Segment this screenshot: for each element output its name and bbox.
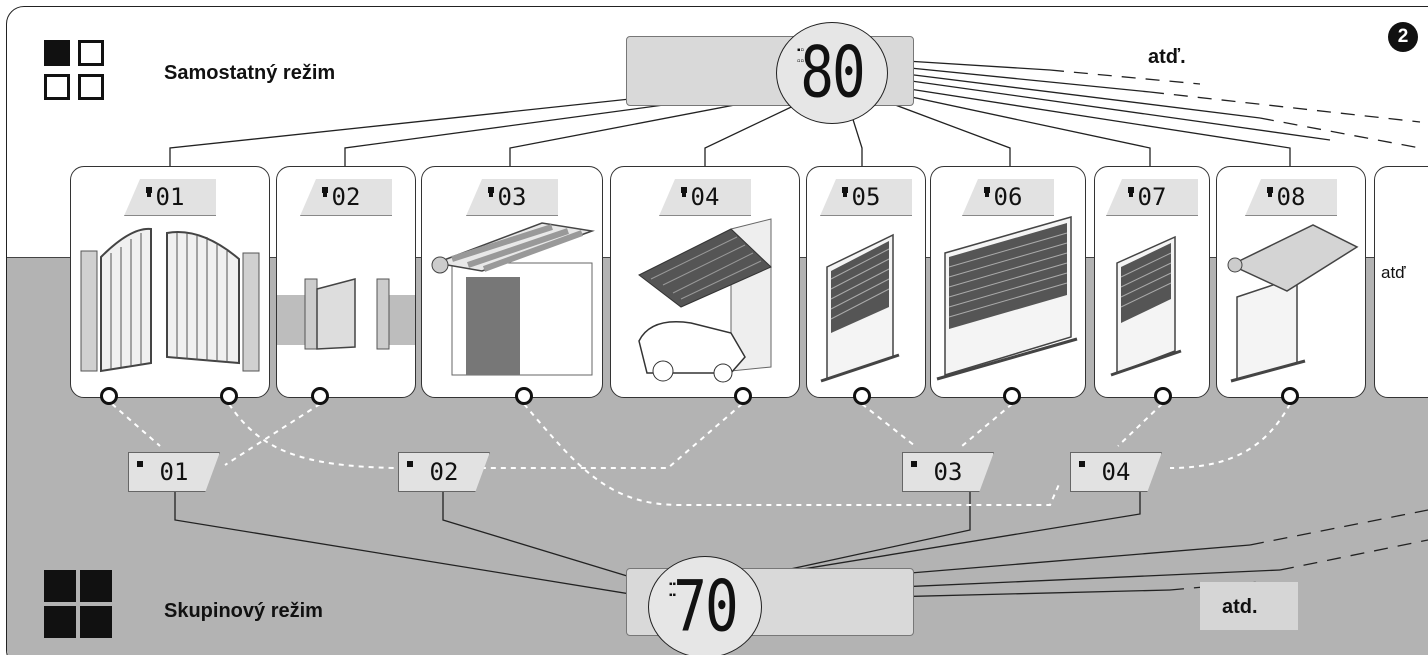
narrow-roller-shutter-icon (1110, 235, 1182, 377)
group-tag-04: 04 (1070, 452, 1162, 492)
connection-node (1281, 387, 1299, 405)
connection-node (220, 387, 238, 405)
connection-node (1154, 387, 1172, 405)
group-tag-03: 03 (902, 452, 994, 492)
swing-gate-icon (80, 227, 260, 373)
device-code-tag: 05 (820, 179, 912, 216)
pedestrian-gate-icon (277, 278, 415, 350)
device-code-tag: 07 (1106, 179, 1198, 216)
device-card-08[interactable]: 08 (1216, 166, 1366, 398)
device-card-02[interactable]: 02 (276, 166, 416, 398)
device-code-tag: 04 (659, 179, 751, 216)
group-display-readout: ▪▪▪▪ 70 (648, 556, 762, 655)
device-card-06[interactable]: 06 (930, 166, 1086, 398)
standalone-mode-icon (44, 40, 112, 108)
group-mode-label: Skupinový režim (164, 600, 323, 622)
device-code-tag: 06 (962, 179, 1054, 216)
group-tag-02: 02 (398, 452, 490, 492)
connection-node (853, 387, 871, 405)
group-tag-01: 01 (128, 452, 220, 492)
group-indicator-icon: ▪▪▪▪ (669, 579, 677, 601)
standalone-mode-label: Samostatný režim (164, 62, 336, 84)
cards-etc-label: atď (1381, 263, 1406, 282)
roller-shutter-icon (820, 233, 900, 383)
wide-roller-shutter-icon (936, 216, 1078, 381)
garage-door-icon (638, 218, 772, 383)
standalone-display-readout: ▪▫▫▫ 80 (776, 22, 888, 124)
group-etc-box (1200, 582, 1298, 630)
group-code: 70 (673, 566, 738, 648)
connection-node (311, 387, 329, 405)
group-indicator-icon: ▪▫▫▫ (797, 45, 805, 67)
device-card-01[interactable]: 01 (70, 166, 270, 398)
connection-node (734, 387, 752, 405)
connection-node (100, 387, 118, 405)
connection-node (515, 387, 533, 405)
device-card-05[interactable]: 05 (806, 166, 926, 398)
connection-node (1003, 387, 1021, 405)
device-card-04[interactable]: 04 (610, 166, 800, 398)
device-code-tag: 08 (1245, 179, 1337, 216)
standalone-etc-label: atď. (1148, 46, 1186, 68)
standalone-code: 80 (800, 32, 865, 114)
awning-icon (431, 222, 595, 376)
group-etc-label: atd. (1222, 596, 1258, 618)
device-card-03[interactable]: 03 (421, 166, 603, 398)
window-awning-icon (1227, 224, 1359, 383)
device-code-tag: 01 (124, 179, 216, 216)
group-mode-icon (44, 570, 112, 638)
device-code-tag: 02 (300, 179, 392, 216)
device-card-more: atď (1374, 166, 1428, 398)
step-badge: 2 (1388, 22, 1418, 52)
device-card-07[interactable]: 07 (1094, 166, 1210, 398)
device-code-tag: 03 (466, 179, 558, 216)
